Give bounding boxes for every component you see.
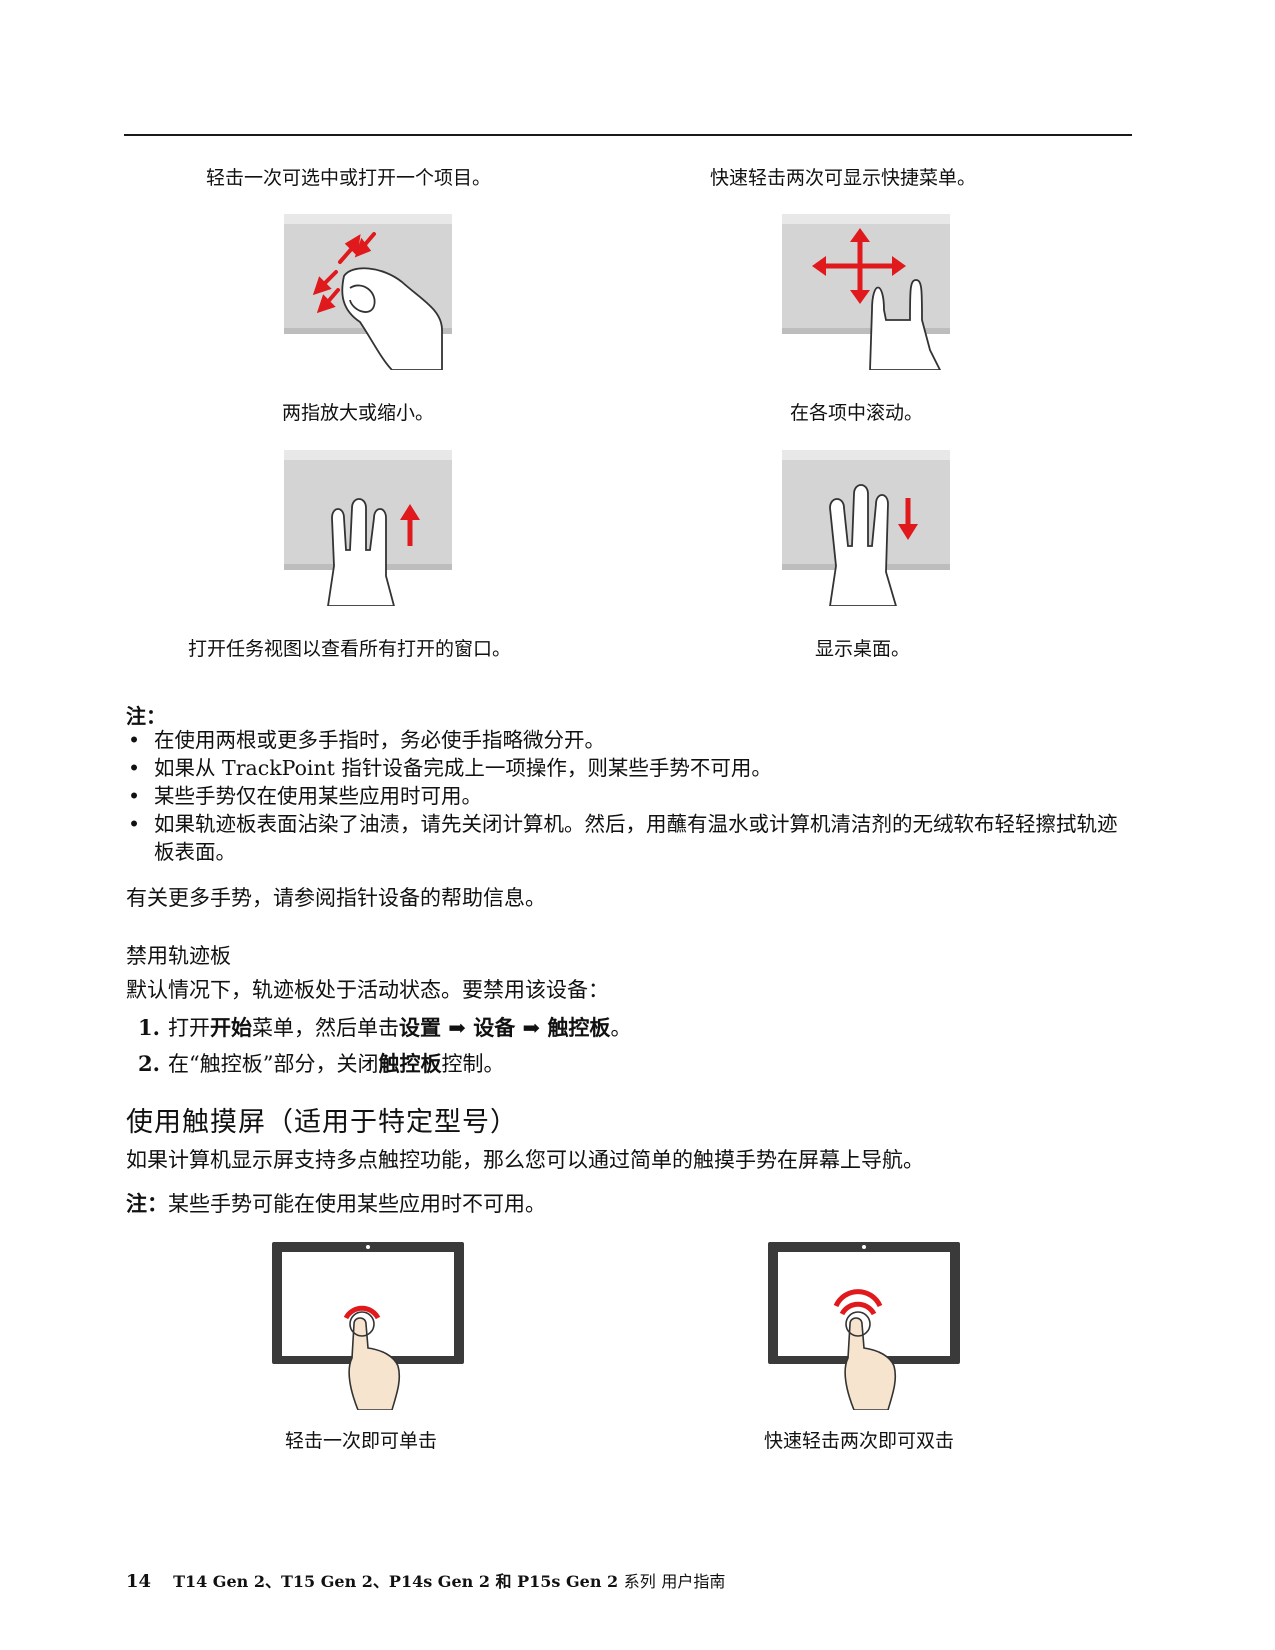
note-label: 注：	[126, 704, 166, 728]
devices-label: 设备	[473, 1015, 516, 1040]
touchscreen-note: 注：某些手势可能在使用某些应用时不可用。	[126, 1191, 546, 1216]
notes-list: •在使用两根或更多手指时，务必使手指略微分开。 •如果从 TrackPoint …	[126, 726, 1136, 866]
tap-twice-caption: 快速轻击两次可显示快捷菜单。	[710, 167, 977, 189]
list-item: •某些手势仅在使用某些应用时可用。	[128, 784, 482, 808]
step-2: 2.在“触控板”部分，关闭触控板控制。	[138, 1051, 505, 1076]
single-tap-caption: 轻击一次即可单击	[285, 1430, 438, 1452]
disable-intro: 默认情况下，轨迹板处于活动状态。要禁用该设备：	[126, 978, 609, 1002]
header-rule	[124, 134, 1132, 136]
desktop-caption: 显示桌面。	[815, 638, 911, 660]
tap-once-caption: 轻击一次可选中或打开一个项目。	[206, 167, 492, 189]
task-view-caption: 打开任务视图以查看所有打开的窗口。	[188, 638, 512, 660]
pinch-zoom-icon	[284, 214, 452, 370]
page-number: 14	[126, 1571, 152, 1592]
section-title: 使用触摸屏（适用于特定型号）	[126, 1107, 518, 1138]
list-item: •如果轨迹板表面沾染了油渍，请先关闭计算机。然后，用蘸有温水或计算机清洁剂的无绒…	[128, 812, 1118, 864]
touchpad-control-label: 触控板	[378, 1051, 442, 1076]
single-tap-icon	[272, 1242, 464, 1410]
touchscreen-intro: 如果计算机显示屏支持多点触控功能，那么您可以通过简单的触摸手势在屏幕上导航。	[126, 1148, 924, 1172]
double-tap-icon	[768, 1242, 960, 1410]
step-1: 1.打开开始菜单，然后单击设置 ➡ 设备 ➡ 触控板。	[138, 1015, 632, 1040]
disable-heading: 禁用轨迹板	[126, 944, 231, 968]
scroll-arrows-icon	[782, 214, 950, 370]
list-item: •如果从 TrackPoint 指针设备完成上一项操作，则某些手势不可用。	[128, 756, 772, 780]
list-item: •在使用两根或更多手指时，务必使手指略微分开。	[128, 728, 605, 752]
touchpad-label: 触控板	[547, 1015, 611, 1040]
zoom-caption: 两指放大或缩小。	[282, 402, 435, 424]
more-gestures-text: 有关更多手势，请参阅指针设备的帮助信息。	[126, 886, 546, 910]
swipe-up-icon	[284, 450, 452, 606]
swipe-down-icon	[782, 450, 950, 606]
settings-label: 设置	[399, 1015, 441, 1040]
start-menu-label: 开始	[210, 1015, 252, 1040]
scroll-caption: 在各项中滚动。	[790, 402, 924, 424]
double-tap-caption: 快速轻击两次即可双击	[764, 1430, 955, 1452]
